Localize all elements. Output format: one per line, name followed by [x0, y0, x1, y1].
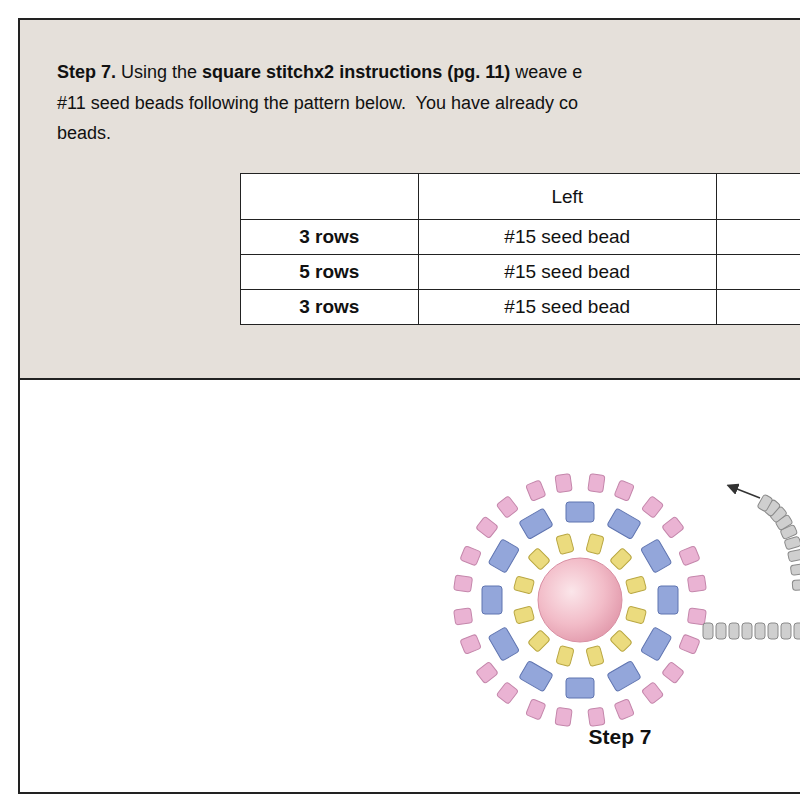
seed-bead — [625, 606, 646, 624]
instruction-text: Using the — [121, 62, 197, 82]
table-cell: #15 seed bead — [418, 290, 716, 325]
seed-bead — [792, 579, 800, 590]
step-caption: Step 7 — [560, 725, 680, 749]
seed-bead — [625, 576, 646, 594]
seed-bead — [610, 548, 633, 571]
seed-bead — [482, 586, 502, 614]
seed-bead — [614, 699, 634, 720]
instruction-text: #11 seed beads following the pattern bel… — [57, 93, 578, 113]
instruction-text: beads. — [57, 123, 111, 143]
seed-bead — [496, 496, 518, 519]
seed-bead — [476, 516, 499, 538]
seed-bead — [556, 533, 574, 554]
table-cell — [241, 174, 419, 220]
seed-bead — [729, 623, 739, 639]
table-cell — [716, 255, 800, 290]
seed-bead — [641, 627, 672, 661]
seed-bead — [528, 548, 551, 571]
seed-bead — [607, 661, 641, 692]
seed-bead — [679, 634, 700, 654]
seed-bead — [513, 606, 534, 624]
seed-bead — [519, 661, 553, 692]
seed-bead — [794, 623, 800, 639]
seed-bead — [716, 623, 726, 639]
seed-bead — [460, 546, 481, 566]
seed-bead — [566, 678, 594, 698]
seed-bead — [526, 699, 546, 720]
seed-bead — [757, 494, 773, 512]
table-text: #15 seed bead — [504, 226, 630, 247]
table-cell: #15 seed bead — [418, 255, 716, 290]
seed-bead — [488, 539, 519, 573]
seed-bead — [586, 645, 604, 666]
seed-bead — [586, 533, 604, 554]
seed-bead — [742, 623, 752, 639]
seed-bead — [790, 564, 800, 576]
seed-bead — [588, 474, 605, 493]
seed-bead — [607, 508, 641, 539]
seed-bead — [526, 480, 546, 501]
table-cell: 3 rows — [241, 290, 419, 325]
seed-bead — [519, 508, 553, 539]
table-cell — [716, 174, 800, 220]
seed-bead — [454, 608, 473, 625]
seed-bead — [687, 575, 706, 592]
instruction-text: Step 7. — [57, 62, 116, 82]
table-cell: #15 seed bead — [418, 220, 716, 255]
table-text: Left — [551, 186, 583, 207]
seed-bead — [614, 480, 634, 501]
table-cell — [716, 220, 800, 255]
table-cell: Left — [418, 174, 716, 220]
seed-bead — [641, 682, 663, 705]
seed-bead — [768, 623, 778, 639]
seed-bead — [566, 502, 594, 522]
seed-bead — [662, 516, 685, 538]
pattern-table: Left 3 rows #15 seed bead 5 rows #15 seed be… — [240, 173, 800, 325]
seed-bead — [556, 645, 574, 666]
seed-bead — [555, 474, 572, 493]
table-cell — [716, 290, 800, 325]
instruction-line: Step 7.Using thesquare stitchx2 instruct… — [57, 62, 587, 83]
seed-bead — [641, 496, 663, 519]
instruction-line: beads. — [57, 123, 116, 144]
table-text: 3 rows — [299, 226, 359, 247]
table-text: #15 seed bead — [504, 296, 630, 317]
seed-bead — [687, 608, 706, 625]
seed-bead — [662, 661, 685, 683]
instruction-line: #11 seed beads following the pattern bel… — [57, 93, 583, 114]
seed-bead — [610, 630, 633, 653]
seed-bead — [476, 661, 499, 683]
seed-bead — [488, 627, 519, 661]
table-cell: 5 rows — [241, 255, 419, 290]
table-text: 5 rows — [299, 261, 359, 282]
seed-bead — [513, 576, 534, 594]
seed-bead — [679, 546, 700, 566]
seed-bead — [703, 623, 713, 639]
seed-bead — [496, 682, 518, 705]
seed-bead — [555, 707, 572, 726]
table-cell: 3 rows — [241, 220, 419, 255]
table-text: 3 rows — [299, 296, 359, 317]
seed-bead — [454, 575, 473, 592]
seed-bead — [781, 623, 791, 639]
seed-bead — [641, 539, 672, 573]
seed-bead — [460, 634, 481, 654]
seed-bead — [755, 623, 765, 639]
table-text: #15 seed bead — [504, 261, 630, 282]
instruction-text: weave e — [515, 62, 582, 82]
instruction-text: square stitchx2 instructions (pg. 11) — [202, 62, 510, 82]
seed-bead — [788, 549, 800, 562]
seed-bead — [658, 586, 678, 614]
seed-bead — [588, 707, 605, 726]
seed-bead — [528, 630, 551, 653]
